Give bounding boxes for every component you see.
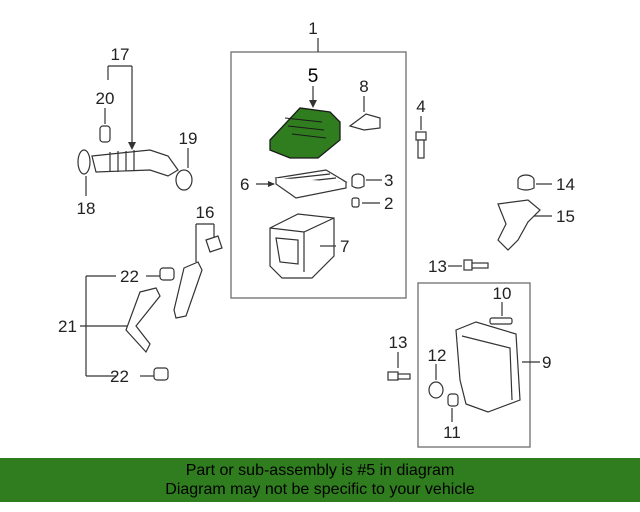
part-10-clip[interactable] xyxy=(489,317,513,325)
part-2-clip[interactable] xyxy=(351,197,360,208)
callout-20[interactable]: 20 xyxy=(96,89,115,108)
part-6-filter[interactable] xyxy=(274,169,348,199)
callout-10[interactable]: 10 xyxy=(493,284,512,303)
callout-8[interactable]: 8 xyxy=(359,77,368,96)
part-20-fitting[interactable] xyxy=(99,125,111,143)
part-15-duct[interactable] xyxy=(497,199,541,251)
part-17-intake-hose[interactable] xyxy=(91,149,179,177)
callout-6[interactable]: 6 xyxy=(240,175,249,194)
callout-1[interactable]: 1 xyxy=(308,19,317,38)
part-4-bolt[interactable] xyxy=(415,131,427,159)
callout-12[interactable]: 12 xyxy=(428,346,447,365)
callout-3[interactable]: 3 xyxy=(384,171,393,190)
callout-5-highlighted[interactable]: 5 xyxy=(308,66,319,87)
callout-9[interactable]: 9 xyxy=(542,353,551,372)
callout-22-top[interactable]: 22 xyxy=(120,267,139,286)
banner-line-1: Part or sub-assembly is #5 in diagram xyxy=(185,462,455,479)
part-11-cap[interactable] xyxy=(447,393,459,407)
callout-17[interactable]: 17 xyxy=(111,45,130,64)
part-info-banner: Part or sub-assembly is #5 in diagram Di… xyxy=(0,458,640,502)
callout-7[interactable]: 7 xyxy=(340,237,349,256)
callout-11[interactable]: 11 xyxy=(443,423,461,442)
callout-16[interactable]: 16 xyxy=(196,203,215,222)
callout-15[interactable]: 15 xyxy=(556,207,575,226)
part-3-grommet[interactable] xyxy=(351,173,365,189)
part-13-bolt-top[interactable] xyxy=(463,259,489,271)
part-9-resonator[interactable] xyxy=(455,321,521,413)
callout-13-top[interactable]: 13 xyxy=(428,257,447,276)
callout-13-bottom[interactable]: 13 xyxy=(389,333,408,352)
parts-diagram: 1 2 3 4 5 6 7 8 9 10 11 12 13 13 14 15 1… xyxy=(58,19,575,448)
callout-22-bottom[interactable]: 22 xyxy=(110,367,129,386)
part-7-lower-housing[interactable] xyxy=(269,213,335,279)
callout-14[interactable]: 14 xyxy=(556,175,575,194)
callout-2[interactable]: 2 xyxy=(384,194,393,213)
callout-18[interactable]: 18 xyxy=(77,199,96,218)
assembly-9-box xyxy=(417,282,531,448)
part-22-clamp-top[interactable] xyxy=(159,267,175,281)
part-16-connector[interactable] xyxy=(205,235,223,253)
callout-21[interactable]: 21 xyxy=(58,317,77,336)
part-12-grommet[interactable] xyxy=(428,381,444,399)
callout-19[interactable]: 19 xyxy=(179,129,198,148)
part-19-clamp[interactable] xyxy=(175,169,193,191)
banner-line-2: Diagram may not be specific to your vehi… xyxy=(165,481,475,498)
part-18-clamp[interactable] xyxy=(77,149,91,175)
part-21-hose[interactable] xyxy=(125,261,203,354)
part-22-clamp-bottom[interactable] xyxy=(153,367,169,381)
part-14-collar[interactable] xyxy=(517,174,535,191)
part-13-bolt-bottom[interactable] xyxy=(387,371,411,381)
part-8-bracket[interactable] xyxy=(348,113,381,131)
callout-4[interactable]: 4 xyxy=(416,97,425,116)
part-5-cover[interactable] xyxy=(269,107,341,159)
